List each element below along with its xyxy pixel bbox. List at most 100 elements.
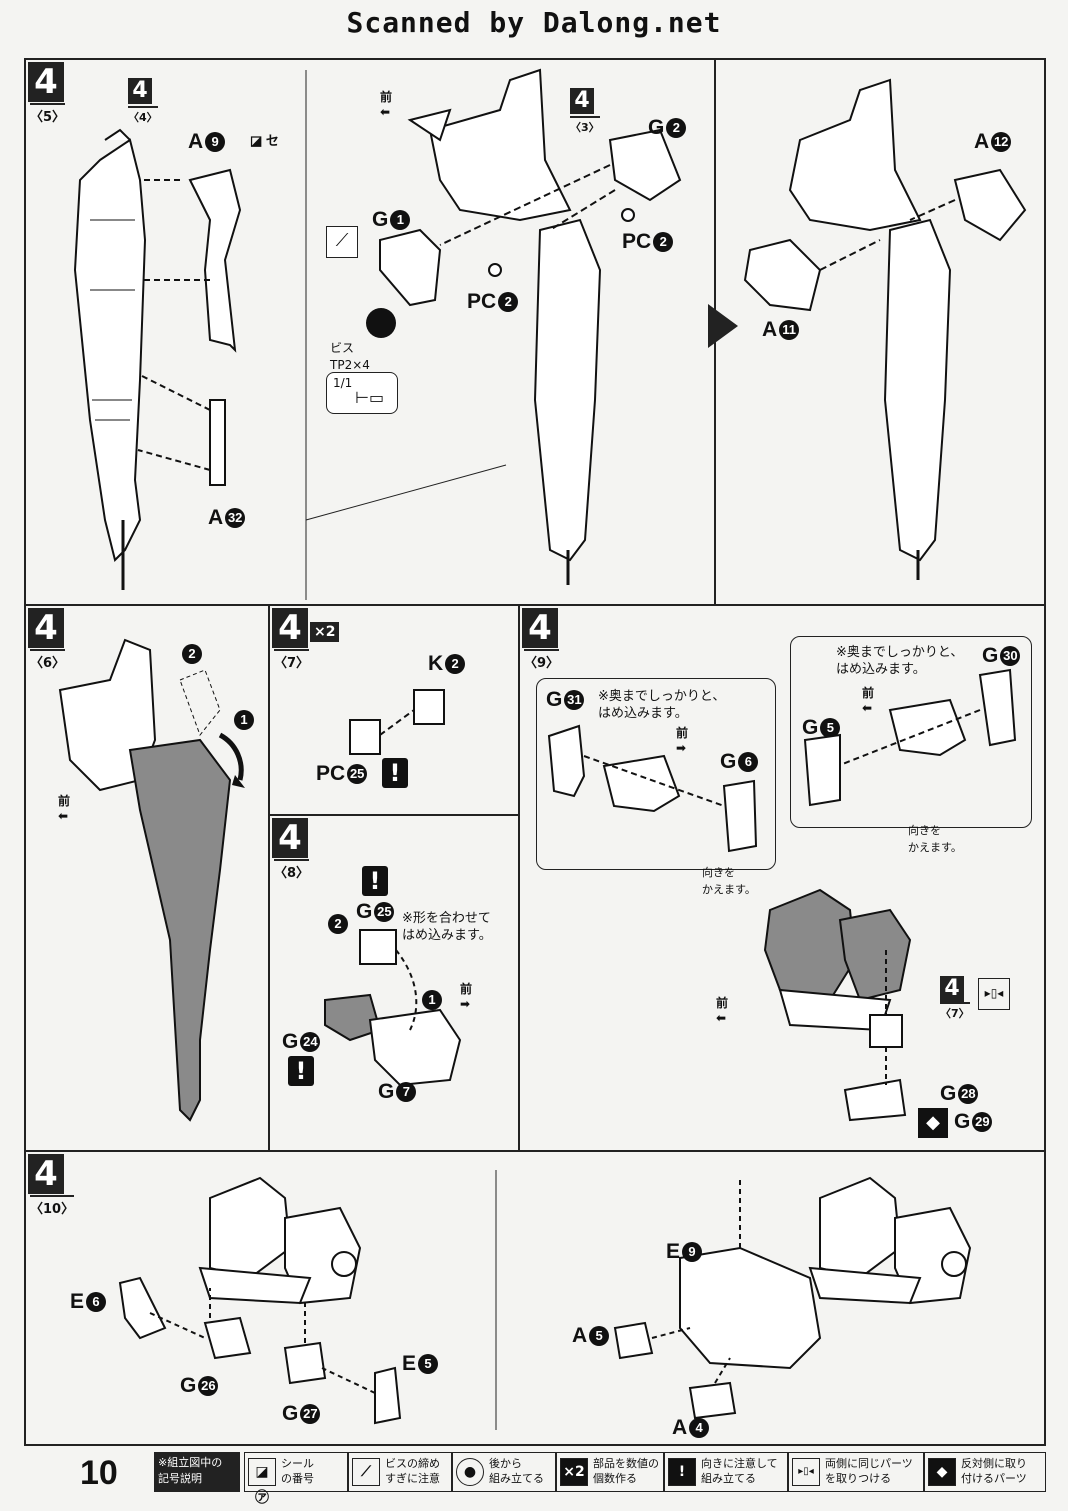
front-indicator: 前⬅ — [380, 90, 393, 119]
next-step-arrow-icon — [708, 304, 738, 348]
step-sub: 〈5〉 — [30, 103, 66, 125]
legend-item-orientation: ! 向きに注意して 組み立てる — [664, 1452, 788, 1492]
foot-assembly-drawing — [118, 1176, 402, 1425]
orientation-warning-icon: ! — [668, 1458, 696, 1486]
legend-text: 反対側に取り 付けるパーツ — [961, 1457, 1027, 1485]
legend-text: 部品を数値の 個数作る — [593, 1457, 659, 1485]
ref-step-sub: 〈3〉 — [570, 116, 600, 135]
turn-note: 向きを かえます。 — [908, 824, 962, 854]
legend-item-both-sides: ▸▯◂ 両側に同じパーツ を取りつける — [788, 1452, 924, 1492]
step-number: 4 — [522, 608, 558, 648]
scanner-credit: Scanned by Dalong.net — [346, 6, 722, 39]
page-number: 10 — [80, 1454, 118, 1492]
step-badge: 2 — [326, 912, 348, 936]
hip-assembly-drawing — [379, 68, 682, 585]
hip-assembled-drawing — [743, 78, 1027, 580]
step-sub: 〈6〉 — [30, 649, 66, 671]
ref-step-number: 4 — [128, 78, 152, 104]
orientation-warning-icon: ! — [288, 1056, 314, 1086]
step-number: 4 — [272, 818, 308, 858]
legend-item-later: ● 後から 組み立てる — [452, 1452, 556, 1492]
step-badge: 1 — [420, 988, 442, 1012]
front-indicator: 前⬅ — [716, 996, 729, 1025]
divider — [268, 814, 518, 816]
step-sub: 〈8〉 — [274, 859, 310, 881]
turn-note: 向きを かえます。 — [702, 866, 756, 896]
instruction-frame — [24, 58, 1046, 1446]
both-sides-icon: ▸▯◂ — [978, 978, 1010, 1010]
ref-step-number: 4 — [570, 88, 594, 114]
front-indicator: 前➡ — [676, 726, 689, 755]
step-number: 4 — [28, 62, 64, 102]
seal-icon: ◪ ㋐ — [248, 1458, 276, 1506]
legend-text: シール の番号 — [281, 1457, 314, 1485]
legend-text: ビスの締め すぎに注意 — [385, 1457, 440, 1485]
legend-title: ※組立図中の 記号説明 — [154, 1452, 240, 1492]
ref-step-sub: 〈7〉 — [940, 1002, 970, 1021]
divider — [518, 604, 520, 1150]
legend-item-multiply: ×2 部品を数値の 個数作る — [556, 1452, 664, 1492]
detail-box — [790, 636, 1032, 828]
step-badge: 2 — [180, 642, 202, 666]
legend-item-seal: ◪ ㋐ シール の番号 — [244, 1452, 348, 1506]
legend-text: 向きに注意して 組み立てる — [701, 1457, 778, 1485]
foot-armor-drawing — [613, 1176, 972, 1420]
knee-assembly-drawing — [763, 888, 912, 1122]
orientation-warning-icon: ! — [362, 866, 388, 896]
legend-item-opposite: ◆ 反対側に取り 付けるパーツ — [924, 1452, 1046, 1492]
multiplier-badge: ×2 — [310, 622, 340, 642]
separator-lines — [305, 70, 507, 600]
opposite-side-icon: ◆ — [928, 1458, 956, 1486]
detail-box — [536, 678, 776, 870]
divider — [24, 604, 1046, 606]
step-sub: 〈7〉 — [274, 649, 310, 671]
step-sub: 〈9〉 — [524, 649, 560, 671]
multiplier-icon: ×2 — [560, 1458, 588, 1486]
assemble-later-icon — [366, 308, 396, 338]
step-number: 4 — [272, 608, 308, 648]
screw-caution-icon: ⟋ — [326, 226, 358, 258]
fit-note: ※奥までしっかりと、 はめ込みます。 — [598, 689, 726, 721]
both-sides-icon: ▸▯◂ — [792, 1458, 820, 1486]
screw-quantity-box: 1/1 ⊢▭ — [326, 372, 398, 414]
assemble-later-icon: ● — [456, 1458, 484, 1486]
leg-part-drawing — [73, 128, 242, 590]
legend-item-screw: ⟋ ビスの締め すぎに注意 — [348, 1452, 452, 1492]
screw-quantity: 1/1 — [333, 376, 353, 390]
seal-label: ◪ セ — [250, 133, 279, 148]
opposite-side-icon: ◆ — [918, 1108, 948, 1138]
step-sub: 〈10〉 — [30, 1195, 75, 1217]
fit-note: ※形を合わせて はめ込みます。 — [402, 911, 492, 943]
joint-assembly-drawing — [324, 929, 462, 1087]
front-indicator: 前➡ — [460, 982, 473, 1011]
screw-caution-icon: ⟋ — [352, 1458, 380, 1486]
screw-icon: ⊢▭ — [355, 388, 385, 407]
legend-text: 後から 組み立てる — [489, 1457, 544, 1485]
ref-step-sub: 〈4〉 — [128, 106, 158, 125]
legend-text: 両側に同じパーツ を取りつける — [825, 1457, 913, 1485]
